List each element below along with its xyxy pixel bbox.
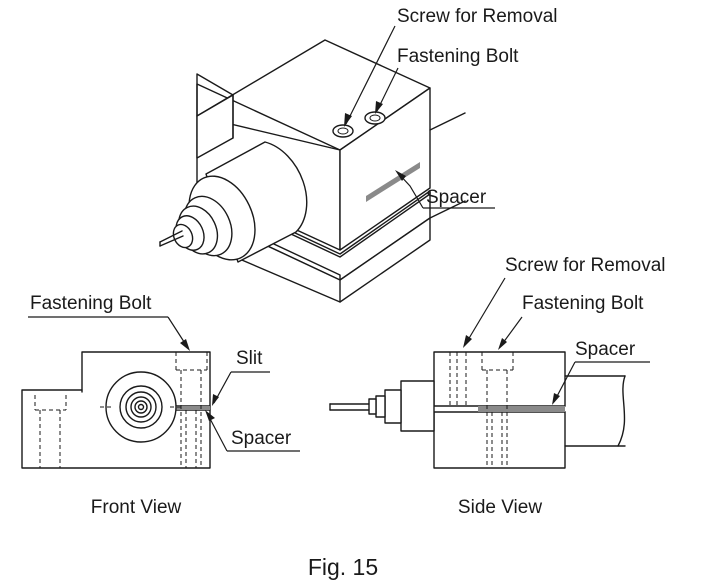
iso-spacer xyxy=(366,162,420,202)
front-view-hidden-bolts xyxy=(34,352,208,468)
iso-spindle xyxy=(159,141,308,263)
front-label-spacer: Spacer xyxy=(231,428,292,449)
side-view-hidden-bolts xyxy=(449,352,514,468)
side-label-screw-for-removal: Screw for Removal xyxy=(505,255,666,276)
iso-label-fastening-bolt: Fastening Bolt xyxy=(397,46,519,67)
side-view: Screw for Removal Fastening Bolt Spacer … xyxy=(329,255,666,518)
front-view-spindle-face xyxy=(100,371,182,443)
front-view-leader-lines xyxy=(28,316,300,452)
side-label-fastening-bolt: Fastening Bolt xyxy=(522,293,644,314)
figure-caption: Fig. 15 xyxy=(308,554,378,580)
side-view-shaft xyxy=(564,375,626,447)
front-view: Fastening Bolt Slit Spacer Front View xyxy=(21,293,300,518)
iso-label-spacer: Spacer xyxy=(426,187,487,208)
side-label-spacer: Spacer xyxy=(575,339,636,360)
side-view-leader-lines xyxy=(463,277,650,405)
iso-bolt-heads xyxy=(332,111,386,138)
side-view-spindle xyxy=(329,380,435,432)
front-label-fastening-bolt: Fastening Bolt xyxy=(30,293,152,314)
side-view-spacer xyxy=(478,406,565,412)
isometric-view: Screw for Removal Fastening Bolt Spacer xyxy=(159,6,558,303)
iso-leader-lines xyxy=(344,25,495,209)
front-view-caption: Front View xyxy=(91,497,182,518)
iso-rear-shaft xyxy=(429,112,466,219)
side-view-caption: Side View xyxy=(458,497,542,518)
iso-label-screw-for-removal: Screw for Removal xyxy=(397,6,558,27)
front-label-slit: Slit xyxy=(236,348,263,369)
